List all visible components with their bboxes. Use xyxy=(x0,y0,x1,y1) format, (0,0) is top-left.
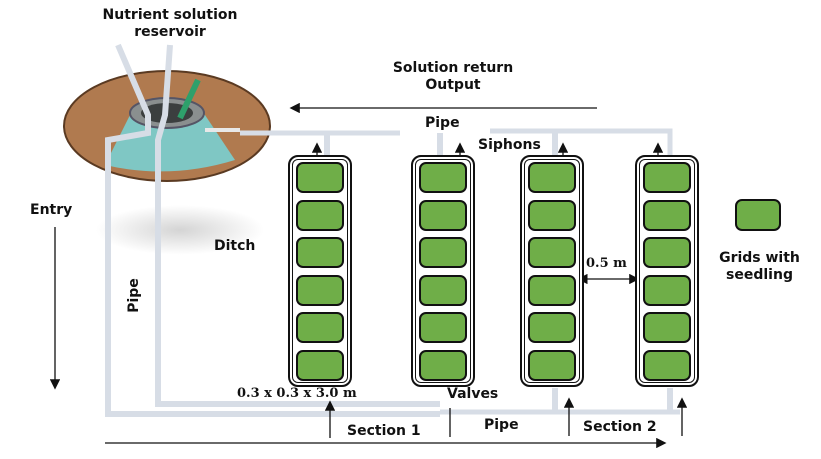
seedling-grid xyxy=(643,237,691,268)
section1-label: Section 1 xyxy=(347,423,421,439)
legend-grid-icon xyxy=(735,199,781,231)
seedling-grid xyxy=(643,349,691,381)
seedling-grid xyxy=(419,237,467,268)
solution-return-label: Solution return Output xyxy=(368,60,538,94)
dimensions-label: 0.3 x 0.3 x 3.0 m xyxy=(237,386,357,401)
seedling-grid xyxy=(419,274,467,306)
pipe-left-label: Pipe xyxy=(125,278,142,313)
seedling-grid xyxy=(296,199,344,231)
seedling-grid xyxy=(296,237,344,268)
seedling-grid xyxy=(419,349,467,381)
seedling-grid xyxy=(643,162,691,193)
trough-1 xyxy=(288,155,352,387)
seedling-grid xyxy=(528,274,576,306)
spacing-label: 0.5 m xyxy=(586,256,627,271)
seedling-grid xyxy=(419,162,467,193)
seedling-grid xyxy=(419,199,467,231)
seedling-grid xyxy=(643,312,691,343)
seedling-grid xyxy=(643,274,691,306)
trough-3 xyxy=(520,155,584,387)
reservoir-label-line1: Nutrient solution xyxy=(102,7,238,23)
seedling-grid xyxy=(643,199,691,231)
legend-label-line1: Grids with xyxy=(719,250,800,266)
ditch-label: Ditch xyxy=(214,238,256,254)
pipe-bottom-label: Pipe xyxy=(484,417,519,433)
seedling-grid xyxy=(528,312,576,343)
solution-return-line1: Solution return xyxy=(392,60,514,76)
seedling-grid xyxy=(419,312,467,343)
reservoir-image xyxy=(63,70,271,182)
ditch-shadow xyxy=(95,205,265,255)
seedling-grid xyxy=(528,162,576,193)
seedling-grid xyxy=(296,349,344,381)
solution-return-line2: Output xyxy=(425,77,481,93)
legend-label-line2: seedling xyxy=(726,267,793,283)
seedling-grid xyxy=(528,349,576,381)
seedling-grid xyxy=(296,274,344,306)
seedling-grid xyxy=(296,162,344,193)
seedling-grid xyxy=(528,199,576,231)
valves-label: Valves xyxy=(447,386,499,402)
entry-label: Entry xyxy=(30,202,73,218)
pipes xyxy=(105,43,680,417)
trough-4 xyxy=(635,155,699,387)
reservoir-label: Nutrient solution reservoir xyxy=(85,7,255,41)
reservoir-label-line2: reservoir xyxy=(134,24,206,40)
pipe-top-label: Pipe xyxy=(425,115,460,131)
legend-label: Grids with seedling xyxy=(712,250,807,284)
siphons-label: Siphons xyxy=(478,137,541,153)
seedling-grid xyxy=(528,237,576,268)
seedling-grid xyxy=(296,312,344,343)
section2-label: Section 2 xyxy=(583,419,657,435)
trough-2 xyxy=(411,155,475,387)
